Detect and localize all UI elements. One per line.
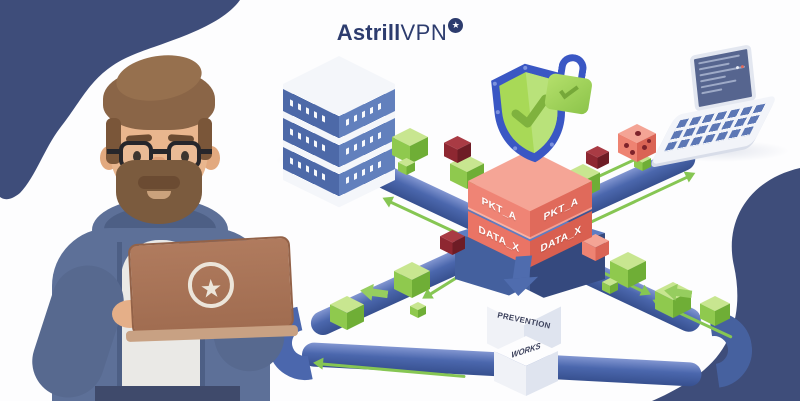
- down-arrow-icon: [501, 255, 541, 299]
- packet-cube-green: [330, 296, 364, 330]
- laptop-star-logo-icon: ★: [186, 260, 236, 310]
- brand-logo: AstrillVPN★: [0, 18, 800, 46]
- packet-cube-green: [602, 278, 618, 294]
- remote-laptop: [648, 42, 800, 172]
- packet-cube-green: [410, 302, 426, 318]
- laptop-keys: [663, 103, 767, 152]
- packet-cube-green: [394, 262, 430, 298]
- server-stack: [283, 56, 395, 208]
- glasses-arm: [200, 149, 212, 154]
- dice-icon: [618, 124, 656, 162]
- brand-mark-star-icon: ★: [448, 18, 464, 33]
- jeans: [95, 386, 240, 401]
- padlock-check-icon: [543, 51, 597, 117]
- brand-name-bold: Astrill: [336, 20, 401, 45]
- brand-name-vpn: VPN: [400, 20, 448, 45]
- character-laptop-lid: ★: [127, 235, 295, 337]
- glasses-arm: [107, 149, 120, 154]
- eye: [181, 151, 189, 162]
- eye: [133, 151, 141, 162]
- packet-cube-red: [440, 230, 465, 255]
- mustache: [138, 176, 180, 189]
- glasses-bridge: [151, 149, 168, 154]
- mouth: [147, 191, 171, 199]
- hero-character: ★: [0, 0, 310, 401]
- packet-cube-green: [700, 296, 730, 326]
- packet-cube-green: [398, 158, 415, 175]
- packet-cube-red: [444, 136, 471, 163]
